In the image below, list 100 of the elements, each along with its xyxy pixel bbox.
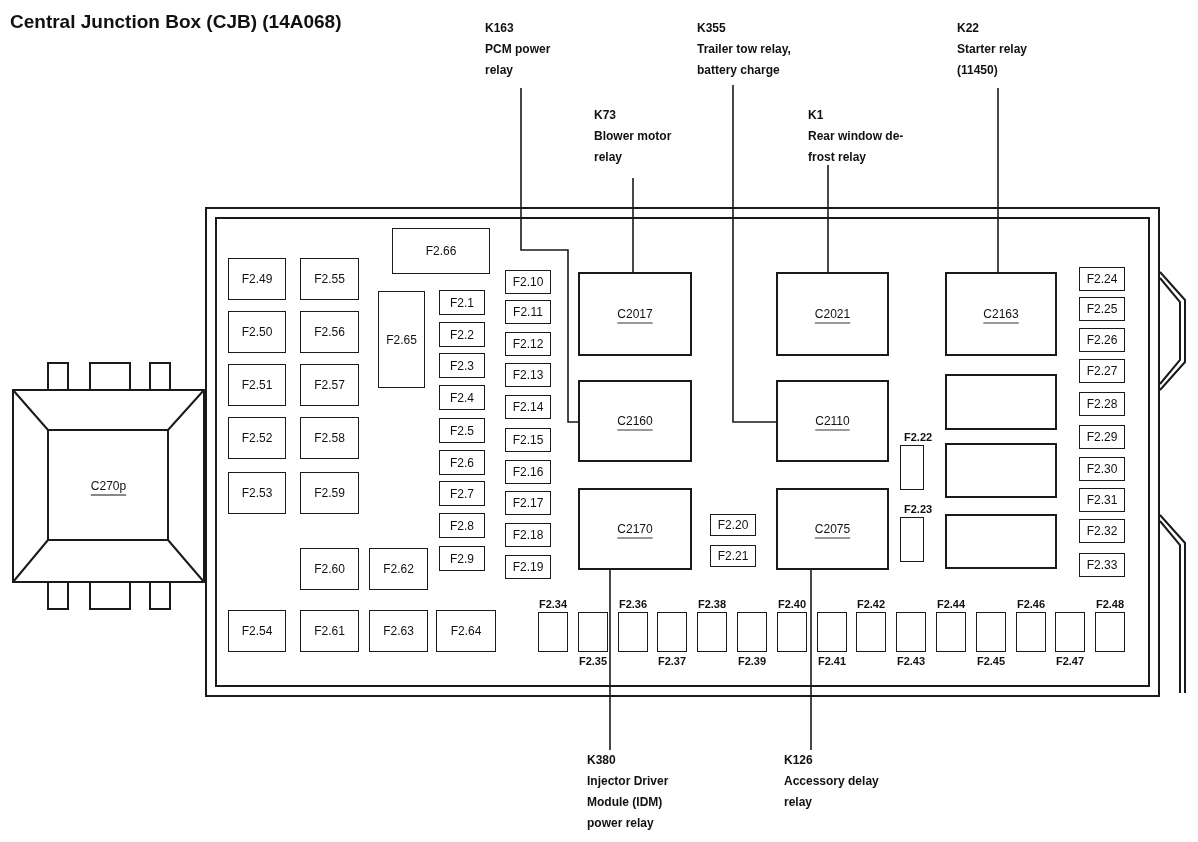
fuse-slot xyxy=(439,513,485,538)
fuse-slot xyxy=(300,258,359,300)
fuse-label: F2.20 xyxy=(717,517,749,534)
fuse-slot xyxy=(300,472,359,514)
relay-connector-label: C2021 xyxy=(814,306,851,323)
relay-connector-label: C2017 xyxy=(617,306,653,323)
relay-socket xyxy=(776,488,889,570)
leader-line xyxy=(827,164,829,273)
fuse-label: F2.11 xyxy=(513,304,543,321)
relay-description: PCM power relay xyxy=(485,41,552,79)
fuse-label: F2.55 xyxy=(314,271,345,288)
relay-description: Starter relay (11450) xyxy=(957,41,1029,79)
fuse-label: F2.43 xyxy=(896,655,926,668)
fuse-label: F2.1 xyxy=(450,294,474,312)
fuse-label: F2.19 xyxy=(512,559,544,576)
fuse-label: F2.39 xyxy=(737,655,767,668)
relay-socket xyxy=(776,272,889,356)
fuse-slot xyxy=(505,491,551,515)
fuse-slot xyxy=(710,514,756,536)
fuse-label: F2.46 xyxy=(1016,598,1046,611)
fuse-slot xyxy=(1079,519,1125,543)
fuse-slot xyxy=(439,322,485,347)
relay-number: K1 xyxy=(808,107,825,124)
fuse-label: F2.33 xyxy=(1086,557,1118,574)
fuse-label: F2.7 xyxy=(450,485,474,503)
fuse-label: F2.17 xyxy=(512,495,544,512)
relay-connector-label: C2163 xyxy=(983,306,1019,323)
fuse-slot xyxy=(439,418,485,443)
fuse-label: F2.14 xyxy=(512,399,544,416)
fuse-slot xyxy=(1079,392,1125,416)
fuse-slot xyxy=(505,428,551,452)
relay-connector-label: C2110 xyxy=(815,413,850,430)
fuse-label: F2.10 xyxy=(512,274,544,291)
fuse-slot xyxy=(228,417,286,459)
fuse-slot xyxy=(1079,328,1125,352)
fuse-label: F2.22 xyxy=(904,431,933,444)
leader-line xyxy=(520,87,579,423)
fuse-label: F2.44 xyxy=(936,598,966,611)
fuse-slot xyxy=(300,610,359,652)
fuse-label: F2.24 xyxy=(1086,271,1118,288)
fuse-slot xyxy=(1079,457,1125,481)
relay-connector-label: C2160 xyxy=(617,413,653,430)
fuse-slot xyxy=(369,548,428,590)
leader-line xyxy=(732,84,777,423)
fuse-label: F2.15 xyxy=(512,432,544,449)
fuse-slot xyxy=(378,291,425,388)
fuse-label: F2.57 xyxy=(314,377,345,394)
fuse-label: F2.51 xyxy=(241,377,273,394)
fuse-label: F2.2 xyxy=(450,326,474,344)
relay-socket xyxy=(945,514,1057,569)
fuse-label: F2.25 xyxy=(1086,301,1118,318)
relay-number: K380 xyxy=(587,752,617,769)
fuse-label: F2.28 xyxy=(1086,396,1118,413)
fuse-slot xyxy=(1079,297,1125,321)
fuse-slot xyxy=(228,311,286,353)
fuse-label: F2.64 xyxy=(450,623,482,640)
fuse-label: F2.47 xyxy=(1055,655,1085,668)
fuse-label: F2.58 xyxy=(314,430,345,447)
fuse-label: F2.54 xyxy=(241,623,273,640)
relay-description: Blower motor relay xyxy=(594,128,673,166)
relay-socket xyxy=(945,374,1057,430)
fuse-slot xyxy=(505,363,551,387)
fuse-label: F2.56 xyxy=(314,324,345,341)
fuse-slot xyxy=(228,258,286,300)
fuse-label: F2.37 xyxy=(657,655,687,668)
fuse-label: F2.27 xyxy=(1086,363,1118,380)
relay-number: K126 xyxy=(784,752,814,769)
fuse-label: F2.65 xyxy=(386,331,417,349)
fuse-label: F2.12 xyxy=(512,336,544,353)
fuse-slot xyxy=(1079,267,1125,291)
relay-connector-label: C2170 xyxy=(617,521,653,538)
fuse-label: F2.6 xyxy=(450,454,474,472)
fuse-slot xyxy=(228,610,286,652)
fuse-label: F2.50 xyxy=(241,324,273,341)
fuse-slot xyxy=(439,385,485,410)
fuse-label: F2.16 xyxy=(512,464,544,481)
fuse-label: F2.53 xyxy=(241,485,273,502)
relay-socket xyxy=(578,488,692,570)
relay-socket xyxy=(578,272,692,356)
fuse-label: F2.9 xyxy=(450,550,474,568)
fuse-slot xyxy=(300,548,359,590)
fuse-slot xyxy=(710,545,756,567)
relay-number: K73 xyxy=(594,107,617,124)
fuse-slot xyxy=(505,555,551,579)
fuse-label: F2.62 xyxy=(383,561,414,578)
relay-description: Accessory delay relay xyxy=(784,773,880,811)
fuse-label: F2.5 xyxy=(450,422,474,440)
leader-line xyxy=(997,87,999,273)
fuse-label: F2.36 xyxy=(618,598,648,611)
fuse-slot xyxy=(439,450,485,475)
fuse-label: F2.45 xyxy=(976,655,1006,668)
fuse-label: F2.32 xyxy=(1086,523,1118,540)
fuse-slot xyxy=(300,417,359,459)
fuse-label: F2.13 xyxy=(512,367,544,384)
fuse-slot xyxy=(300,364,359,406)
relay-number: K22 xyxy=(957,20,980,37)
fuse-label: F2.35 xyxy=(578,655,608,668)
fuse-slot xyxy=(505,300,551,324)
relay-description: Injector Driver Module (IDM) power relay xyxy=(587,773,670,832)
relay-socket xyxy=(945,443,1057,498)
